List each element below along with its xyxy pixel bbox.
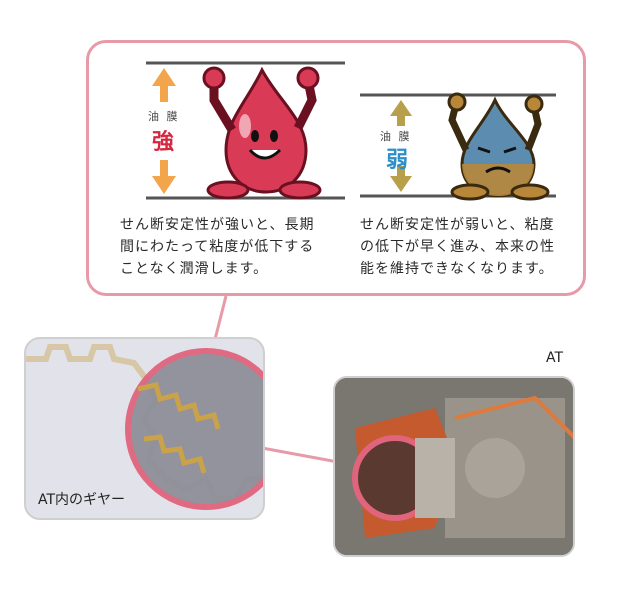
strong-label: 油 膜 — [148, 110, 180, 123]
gear-caption: AT内のギヤー — [38, 492, 126, 508]
gear-photo: AT内のギヤー — [24, 337, 265, 520]
gear-teeth-graphic — [26, 344, 263, 510]
up-down-arrow-icon-strong — [152, 68, 176, 194]
at-cutaway-graphic — [335, 378, 573, 555]
up-down-arrow-icon-weak — [390, 100, 412, 192]
weak-description: せん断安定性が弱いと、粘度 の低下が早く進み、本来の性 能を維持できなくなります… — [360, 217, 555, 277]
at-photo — [333, 376, 575, 557]
strong-oil-drop-character — [202, 66, 322, 200]
weak-oil-drop-character — [447, 92, 550, 201]
weak-label: 油 膜 — [380, 130, 412, 143]
at-label: AT — [546, 350, 564, 366]
weak-word: 弱 — [386, 148, 409, 173]
strong-word: 強 — [152, 130, 175, 155]
strong-description: せん断安定性が強いと、長期 間にわたって粘度が低下する ことなく潤滑します。 — [120, 217, 315, 277]
